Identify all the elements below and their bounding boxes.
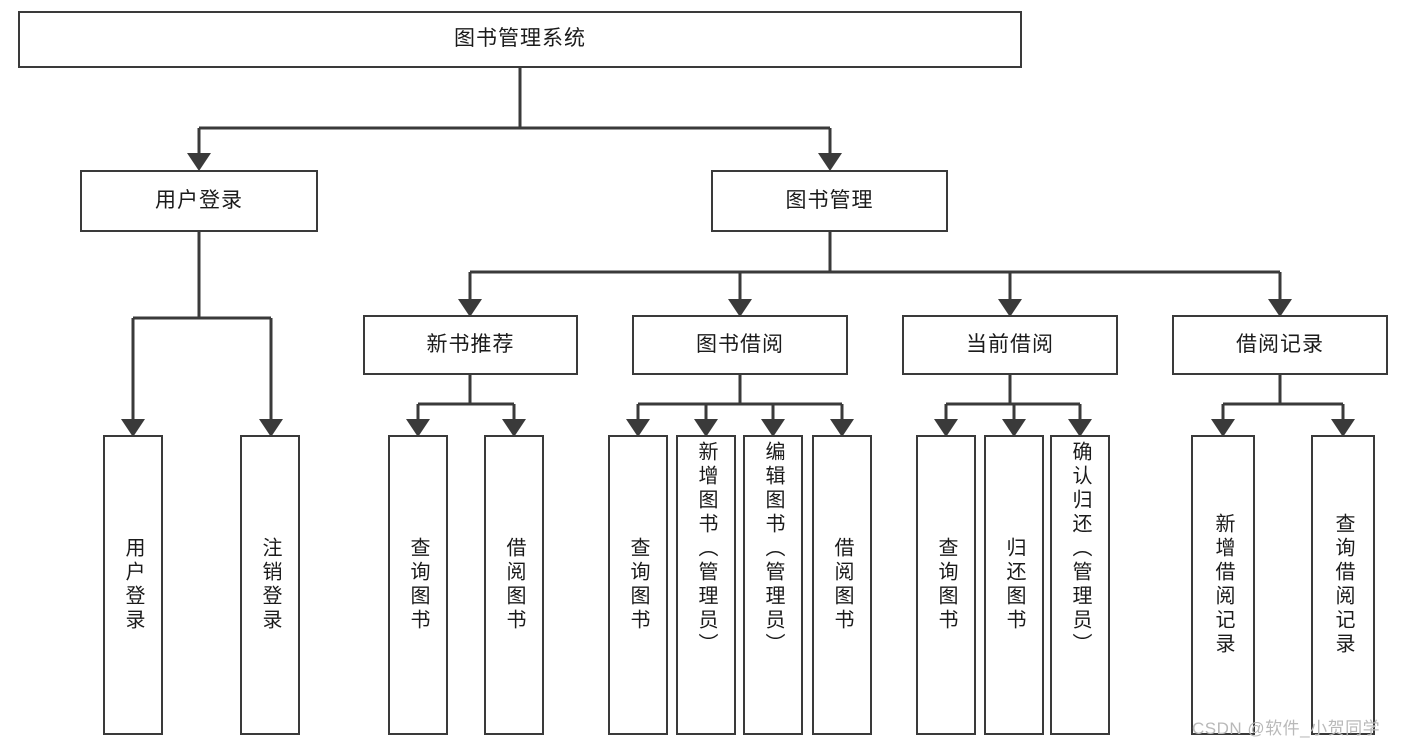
node-label: 确认归还（管理员）: [1069, 441, 1091, 657]
level3-node-borrow-record[interactable]: 借阅记录: [1172, 315, 1388, 375]
node-label: 新书推荐: [426, 332, 515, 356]
leaf-node-leaf-user-logout[interactable]: 注销登录: [240, 435, 300, 735]
node-label: 图书管理: [785, 188, 874, 212]
leaf-node-leaf-query-book-2[interactable]: 查询图书: [608, 435, 668, 735]
leaf-node-leaf-borrow-book-1[interactable]: 借阅图书: [484, 435, 544, 735]
node-label: 查询借阅记录: [1332, 513, 1354, 657]
node-label: 借阅图书: [831, 537, 853, 633]
leaf-node-leaf-add-book[interactable]: 新增图书（管理员）: [676, 435, 736, 735]
node-label: 当前借阅: [966, 332, 1054, 356]
leaf-node-leaf-edit-book[interactable]: 编辑图书（管理员）: [743, 435, 803, 735]
root-node-root[interactable]: 图书管理系统: [18, 11, 1022, 68]
node-label: 新增图书（管理员）: [695, 441, 717, 657]
leaf-node-leaf-query-book-3[interactable]: 查询图书: [916, 435, 976, 735]
leaf-node-leaf-query-book-1[interactable]: 查询图书: [388, 435, 448, 735]
level3-node-current-borrow[interactable]: 当前借阅: [902, 315, 1118, 375]
level3-node-new-book-rec[interactable]: 新书推荐: [363, 315, 578, 375]
node-label: 借阅记录: [1236, 332, 1324, 356]
node-label: 图书管理系统: [454, 27, 586, 51]
leaf-node-leaf-borrow-book-2[interactable]: 借阅图书: [812, 435, 872, 735]
leaf-node-leaf-add-record[interactable]: 新增借阅记录: [1191, 435, 1255, 735]
node-label: 用户登录: [122, 537, 144, 633]
node-label: 图书借阅: [696, 332, 784, 356]
leaf-node-leaf-user-login[interactable]: 用户登录: [103, 435, 163, 735]
node-label: 查询图书: [935, 537, 957, 633]
leaf-node-leaf-confirm-return[interactable]: 确认归还（管理员）: [1050, 435, 1110, 735]
level2-node-user-login[interactable]: 用户登录: [80, 170, 318, 232]
node-label: 注销登录: [259, 537, 281, 633]
node-label: 查询图书: [627, 537, 649, 633]
node-label: 新增借阅记录: [1212, 513, 1234, 657]
leaf-node-leaf-return-book[interactable]: 归还图书: [984, 435, 1044, 735]
node-label: 借阅图书: [503, 537, 525, 633]
node-label: 归还图书: [1003, 537, 1025, 633]
leaf-node-leaf-query-record[interactable]: 查询借阅记录: [1311, 435, 1375, 735]
node-label: 编辑图书（管理员）: [762, 441, 784, 657]
csdn-watermark: CSDN @软件_小贺同学: [1192, 719, 1381, 738]
node-label: 查询图书: [407, 537, 429, 633]
node-label: 用户登录: [155, 188, 243, 212]
level2-node-book-manage[interactable]: 图书管理: [711, 170, 948, 232]
level3-node-book-borrow[interactable]: 图书借阅: [632, 315, 848, 375]
